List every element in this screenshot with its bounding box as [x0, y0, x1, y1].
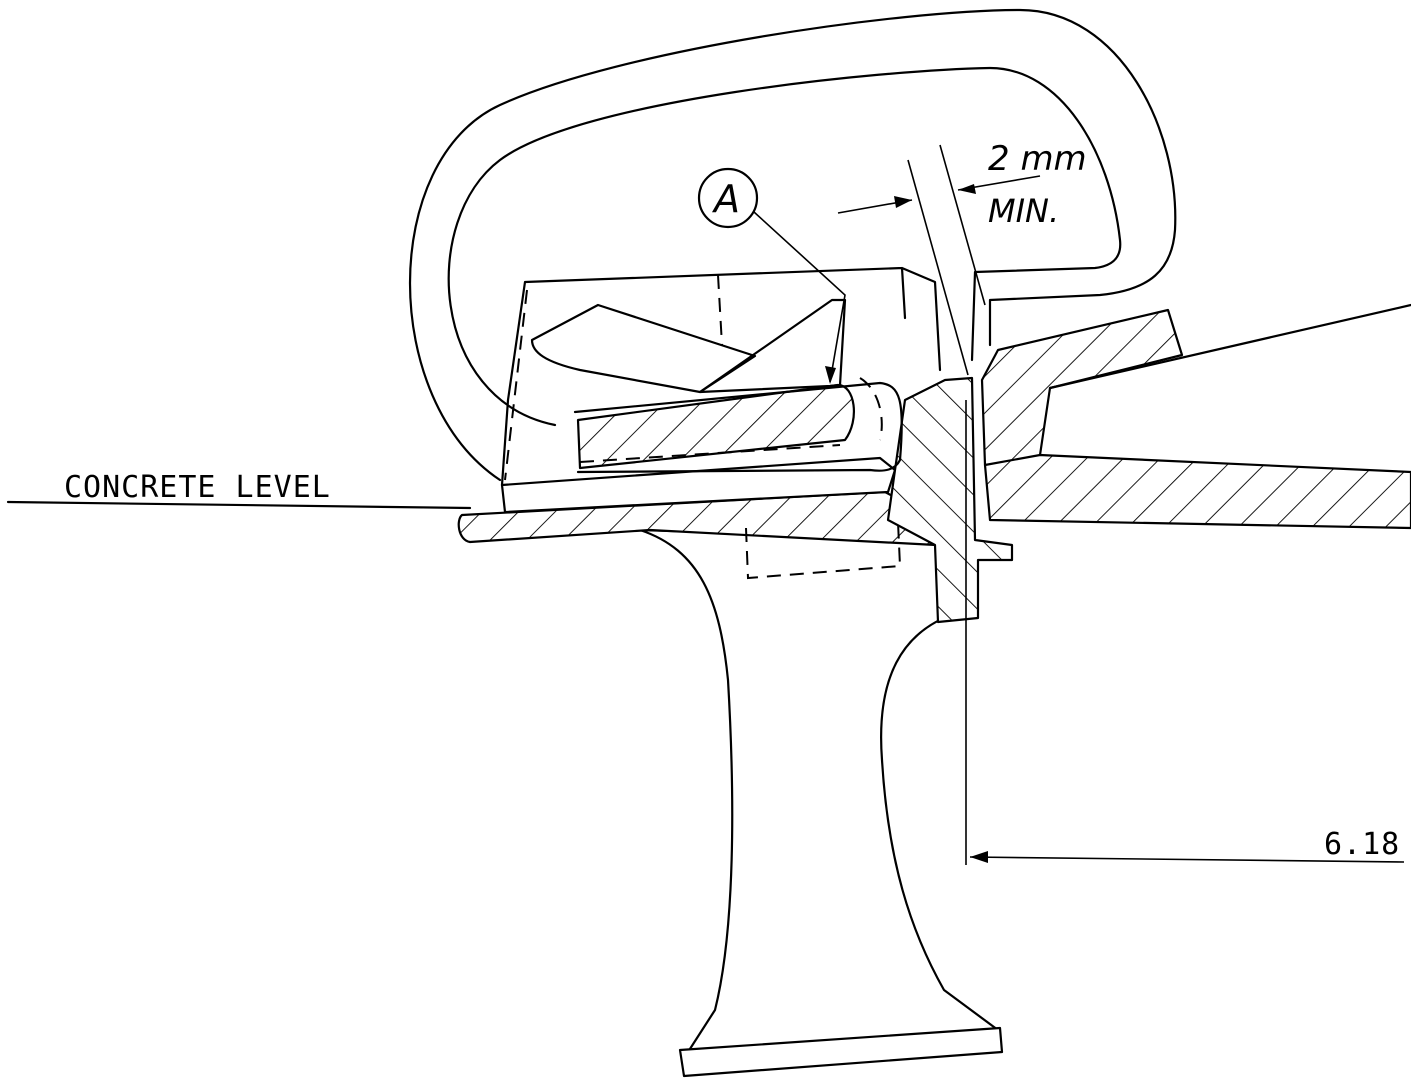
dimension-line	[969, 856, 1405, 863]
right-clamp	[980, 308, 1184, 467]
right-rail	[983, 453, 1411, 530]
hidden-detail	[859, 377, 883, 441]
right-rail-top	[1048, 303, 1411, 390]
balloon-a-arrowhead	[825, 366, 836, 384]
clearance-arrowhead-right	[958, 184, 976, 194]
wedge	[530, 303, 757, 394]
dimension-arrowhead	[970, 851, 988, 863]
handle-inner	[447, 66, 1122, 427]
box-body	[500, 266, 942, 487]
balloon-a-leader	[753, 211, 846, 383]
inner-bar-frame	[573, 381, 903, 474]
dimension-value: 6.18	[1324, 827, 1400, 862]
clearance-extension-2	[939, 144, 986, 306]
balloon-a-circle	[697, 167, 759, 229]
concrete-level-line	[6, 500, 472, 510]
clearance-arrowhead-left	[894, 196, 912, 208]
balloon-a-label: A	[711, 177, 740, 221]
clearance-qualifier: MIN.	[988, 192, 1059, 230]
clearance-value: 2 mm	[988, 139, 1087, 179]
hidden-pocket	[745, 521, 902, 580]
flap	[698, 298, 847, 394]
box-dashed-bottom	[579, 444, 841, 463]
inner-bar	[576, 383, 855, 470]
clearance-extension-1	[907, 159, 969, 376]
handle-outer	[409, 8, 1177, 482]
concrete-level-label: CONCRETE LEVEL	[64, 470, 331, 505]
box-dashed-left	[504, 289, 528, 481]
box-dashed-inner	[717, 274, 723, 346]
center-post	[886, 376, 1014, 624]
stem-foot	[678, 1026, 1004, 1078]
